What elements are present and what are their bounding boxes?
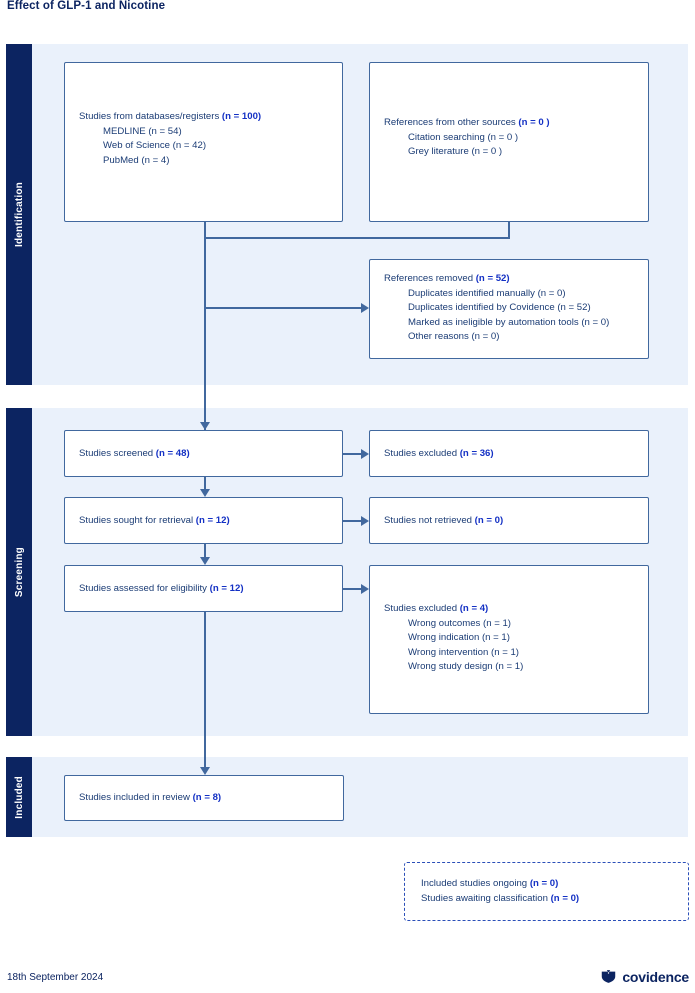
box-header: Studies excluded (n = 4) bbox=[384, 603, 489, 614]
box-header: Studies assessed for eligibility (n = 12… bbox=[79, 583, 244, 594]
sub-line: Wrong indication (n = 1) bbox=[408, 632, 510, 644]
box-references-other-sources-content: References from other sources (n = 0 ) C… bbox=[384, 116, 638, 160]
sub-line: Other reasons (n = 0) bbox=[408, 331, 500, 343]
sub-line: Wrong outcomes (n = 1) bbox=[408, 617, 512, 629]
sub-line: Web of Science (n = 42) bbox=[103, 140, 207, 152]
sub-line: PubMed (n = 4) bbox=[103, 154, 170, 166]
count-value: (n = 0) bbox=[550, 892, 580, 904]
band-label-screening-text: Screening bbox=[13, 546, 25, 598]
footer-date: 18th September 2024 bbox=[7, 972, 104, 983]
count-value: (n = 52) bbox=[475, 273, 510, 284]
box-studies-included-content: Studies included in review (n = 8) bbox=[79, 791, 333, 806]
band-label-identification: Identification bbox=[6, 44, 32, 385]
box-studies-excluded-screening-content: Studies excluded (n = 36) bbox=[384, 447, 638, 462]
box-studies-excluded-eligibility: Studies excluded (n = 4) Wrong outcomes … bbox=[369, 565, 649, 714]
count-value: (n = 100) bbox=[221, 111, 262, 122]
count-value: (n = 0 ) bbox=[518, 117, 550, 128]
box-studies-eligibility-content: Studies assessed for eligibility (n = 12… bbox=[79, 582, 332, 597]
sub-line: Grey literature (n = 0 ) bbox=[408, 146, 503, 158]
connector-sought-to-eligibility bbox=[204, 544, 206, 557]
sub-line: Wrong intervention (n = 1) bbox=[408, 646, 520, 658]
ongoing-line: Included studies ongoing (n = 0) bbox=[421, 878, 559, 889]
box-ongoing-content: Included studies ongoing (n = 0) Studies… bbox=[421, 877, 678, 906]
sub-line: Wrong study design (n = 1) bbox=[408, 661, 524, 673]
box-studies-assessed-for-eligibility: Studies assessed for eligibility (n = 12… bbox=[64, 565, 343, 612]
connector-to-references-removed bbox=[204, 307, 361, 309]
sub-line: MEDLINE (n = 54) bbox=[103, 125, 182, 137]
count-value: (n = 0) bbox=[529, 878, 559, 889]
count-value: (n = 36) bbox=[459, 448, 494, 459]
box-studies-excluded-screening: Studies excluded (n = 36) bbox=[369, 430, 649, 477]
arrow-to-references-removed bbox=[361, 303, 369, 313]
band-label-screening: Screening bbox=[6, 408, 32, 736]
arrow-eligibility-to-excluded bbox=[361, 584, 369, 594]
connector-other-down bbox=[508, 222, 510, 238]
box-studies-from-databases-content: Studies from databases/registers (n = 10… bbox=[79, 110, 332, 168]
connector-screened-to-excluded bbox=[343, 453, 361, 455]
count-value: (n = 48) bbox=[155, 448, 190, 459]
covidence-brand-name: covidence bbox=[622, 968, 689, 985]
box-header: Studies not retrieved (n = 0) bbox=[384, 515, 504, 526]
box-header: References from other sources (n = 0 ) bbox=[384, 117, 550, 128]
box-references-removed-content: References removed (n = 52) Duplicates i… bbox=[384, 272, 638, 345]
band-label-included-text: Included bbox=[13, 775, 25, 819]
box-header: Studies from databases/registers (n = 10… bbox=[79, 111, 262, 122]
connector-eligibility-to-included bbox=[204, 612, 206, 767]
connector-trunk-identification bbox=[204, 237, 206, 430]
arrow-screened-to-excluded bbox=[361, 449, 369, 459]
box-studies-from-databases: Studies from databases/registers (n = 10… bbox=[64, 62, 343, 222]
box-references-other-sources: References from other sources (n = 0 ) C… bbox=[369, 62, 649, 222]
arrow-sought-to-eligibility bbox=[200, 557, 210, 565]
box-header: Studies included in review (n = 8) bbox=[79, 792, 222, 803]
box-studies-not-retrieved: Studies not retrieved (n = 0) bbox=[369, 497, 649, 544]
arrow-to-studies-screened bbox=[200, 422, 210, 430]
box-studies-excluded-eligibility-content: Studies excluded (n = 4) Wrong outcomes … bbox=[384, 602, 638, 675]
arrow-screened-to-sought bbox=[200, 489, 210, 497]
arrow-sought-to-notretrieved bbox=[361, 516, 369, 526]
box-studies-included-in-review: Studies included in review (n = 8) bbox=[64, 775, 344, 821]
band-label-identification-text: Identification bbox=[13, 181, 25, 248]
band-label-included: Included bbox=[6, 757, 32, 837]
covidence-shield-icon bbox=[602, 970, 616, 983]
connector-eligibility-to-excluded bbox=[343, 588, 361, 590]
count-value: (n = 0) bbox=[474, 515, 504, 526]
box-header: References removed (n = 52) bbox=[384, 273, 510, 284]
count-value: (n = 12) bbox=[209, 583, 244, 594]
arrow-to-studies-included bbox=[200, 767, 210, 775]
box-ongoing-and-awaiting: Included studies ongoing (n = 0) Studies… bbox=[404, 862, 689, 921]
covidence-brand: covidence bbox=[600, 968, 689, 985]
box-references-removed: References removed (n = 52) Duplicates i… bbox=[369, 259, 649, 359]
count-value: (n = 12) bbox=[195, 515, 230, 526]
count-value: (n = 8) bbox=[192, 792, 222, 803]
box-studies-not-retrieved-content: Studies not retrieved (n = 0) bbox=[384, 514, 638, 529]
awaiting-line: Studies awaiting classification (n = 0) bbox=[421, 892, 580, 904]
connector-sought-to-notretrieved bbox=[343, 520, 361, 522]
sub-line: Duplicates identified manually (n = 0) bbox=[408, 287, 566, 299]
sub-line: Marked as ineligible by automation tools… bbox=[408, 316, 610, 328]
box-studies-sought-for-retrieval: Studies sought for retrieval (n = 12) bbox=[64, 497, 343, 544]
sub-line: Duplicates identified by Covidence (n = … bbox=[408, 302, 591, 314]
connector-databases-down bbox=[204, 222, 206, 238]
count-value: (n = 4) bbox=[459, 603, 489, 614]
box-studies-sought-content: Studies sought for retrieval (n = 12) bbox=[79, 514, 332, 529]
connector-merge-horizontal bbox=[204, 237, 510, 239]
box-header: Studies screened (n = 48) bbox=[79, 448, 190, 459]
connector-screened-to-sought bbox=[204, 477, 206, 489]
sub-line: Citation searching (n = 0 ) bbox=[408, 131, 519, 143]
box-header: Studies sought for retrieval (n = 12) bbox=[79, 515, 230, 526]
box-header: Studies excluded (n = 36) bbox=[384, 448, 494, 459]
box-studies-screened: Studies screened (n = 48) bbox=[64, 430, 343, 477]
page-title: Effect of GLP-1 and Nicotine bbox=[7, 0, 166, 12]
box-studies-screened-content: Studies screened (n = 48) bbox=[79, 447, 332, 462]
